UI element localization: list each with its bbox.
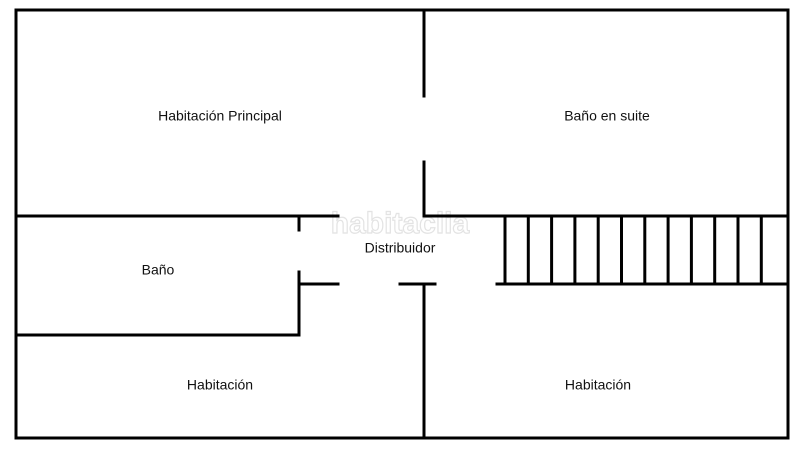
room-label-hallway: Distribuidor <box>365 240 436 256</box>
room-label-ensuite-bathroom: Baño en suite <box>564 108 650 124</box>
room-label-master-bedroom: Habitación Principal <box>158 108 282 124</box>
staircase <box>503 214 763 286</box>
room-label-bedroom-left: Habitación <box>187 377 253 393</box>
outer-wall <box>14 8 790 440</box>
watermark-logo: habitaclia <box>331 207 470 240</box>
room-label-bedroom-right: Habitación <box>565 377 631 393</box>
room-label-bathroom: Baño <box>142 262 175 278</box>
